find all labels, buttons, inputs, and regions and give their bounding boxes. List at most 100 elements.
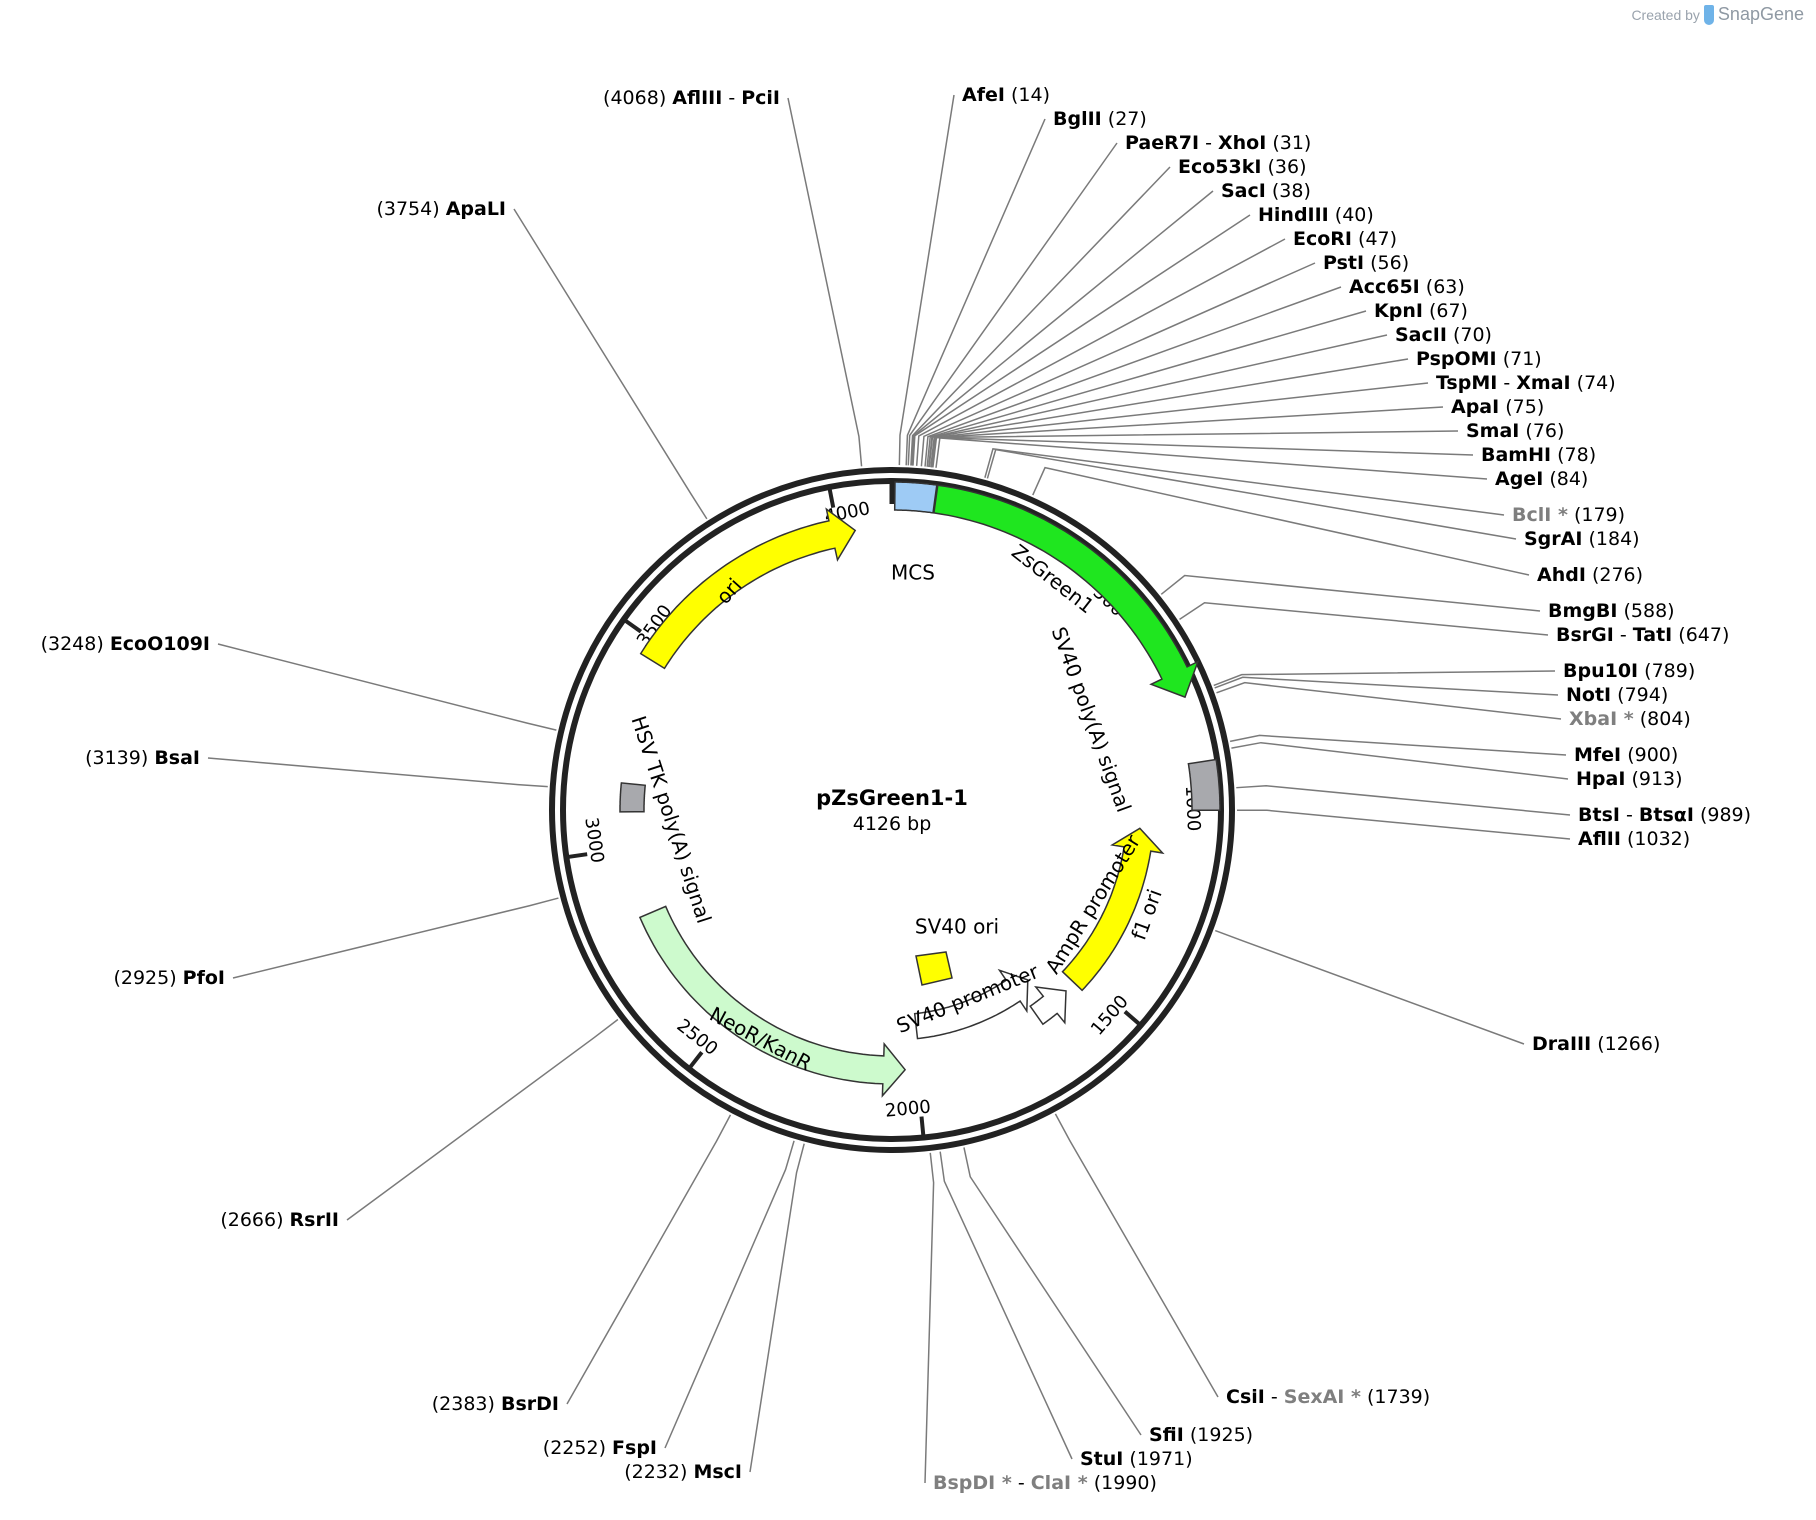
- site-leader: [920, 262, 1316, 467]
- site-position: (31): [1272, 132, 1311, 154]
- feature-label-sv40-ori: SV40 ori: [915, 915, 999, 939]
- site-label: MfeI (900): [1574, 744, 1678, 766]
- site-position: (27): [1108, 108, 1147, 130]
- site-leader: [905, 118, 1046, 466]
- site-label: AgeI (84): [1495, 468, 1588, 490]
- site-label: (2666) RsrII: [220, 1209, 339, 1231]
- site-position: (74): [1577, 372, 1616, 394]
- site-position: (2232): [624, 1461, 687, 1483]
- tick-label: 3000: [580, 816, 607, 864]
- site-position: (3139): [85, 747, 148, 769]
- site-leader: [910, 166, 1171, 466]
- site-leader: [1160, 574, 1541, 612]
- site-leader: [1032, 466, 1530, 576]
- feature-sv40-promoter: [913, 968, 1029, 1040]
- site-label: XbaI * (804): [1569, 708, 1691, 730]
- site-leader: [1236, 809, 1571, 840]
- site-position: (2925): [113, 967, 176, 989]
- site-position: (3248): [41, 633, 104, 655]
- enzyme-name: BsrDI: [501, 1393, 559, 1415]
- site-leader: [915, 238, 1286, 466]
- enzyme-name: ApaLI: [446, 198, 506, 220]
- enzyme-name: SgrAI: [1524, 528, 1582, 550]
- site-position: (76): [1525, 420, 1564, 442]
- site-leader: [749, 1143, 805, 1473]
- enzyme-name: AflII: [1578, 828, 1621, 850]
- site-position: (179): [1574, 504, 1625, 526]
- site-leader: [986, 448, 1517, 540]
- enzyme-name: BsaI: [154, 747, 200, 769]
- site-label: (3248) EcoO109I: [41, 633, 210, 655]
- site-leader: [898, 94, 955, 466]
- site-position: (2252): [543, 1437, 606, 1459]
- site-label: (2252) FspI: [543, 1437, 657, 1459]
- site-leader: [926, 310, 1367, 467]
- site-leader: [1236, 784, 1571, 816]
- site-label: BsrGI - TatI (647): [1556, 624, 1729, 646]
- site-label: AhdI (276): [1537, 564, 1643, 586]
- site-position: (67): [1429, 300, 1468, 322]
- tick-mark: [919, 1116, 926, 1138]
- site-position: (38): [1272, 180, 1311, 202]
- site-position: (47): [1358, 228, 1397, 250]
- enzyme-name: SacI: [1221, 180, 1266, 202]
- feature-hsvtk-polya: [619, 782, 646, 813]
- feature-f1-ori: [1061, 827, 1165, 992]
- site-leader-lines: [207, 94, 1571, 1484]
- enzyme-name: SfiI: [1149, 1424, 1184, 1446]
- site-label: BglII (27): [1053, 108, 1147, 130]
- site-position: (2666): [220, 1209, 283, 1231]
- site-leader: [664, 1140, 795, 1449]
- site-label: NotI (794): [1566, 684, 1668, 706]
- site-label: KpnI (67): [1374, 300, 1468, 322]
- site-label: (2383) BsrDI: [432, 1393, 559, 1415]
- site-position: (14): [1011, 84, 1050, 106]
- site-label: BmgBI (588): [1548, 600, 1675, 622]
- enzyme-name: SacII: [1395, 324, 1447, 346]
- feature-label-sv40-polya: SV40 poly(A) signal: [1047, 624, 1136, 816]
- site-position: (1032): [1627, 828, 1690, 850]
- enzyme-name: BtsαI: [1639, 804, 1694, 826]
- enzyme-name: PciI: [741, 87, 780, 109]
- enzyme-name: MscI: [693, 1461, 742, 1483]
- site-leader: [1179, 601, 1549, 636]
- plasmid-size: 4126 bp: [853, 813, 932, 835]
- site-position: (63): [1426, 276, 1465, 298]
- site-leader: [513, 208, 708, 520]
- backbone-inner: [560, 478, 1224, 1142]
- site-label: SfiI (1925): [1149, 1424, 1253, 1446]
- feature-sv40-polya: [1187, 758, 1221, 811]
- enzyme-name: AflIII: [672, 87, 722, 109]
- feature-sv40-ori: [915, 951, 953, 986]
- site-leader: [1214, 676, 1559, 696]
- enzyme-name: HpaI: [1576, 768, 1625, 790]
- feature-zsgreen1: [933, 484, 1200, 699]
- site-label: AfeI (14): [962, 84, 1050, 106]
- feature-neor-kanr: [638, 905, 907, 1098]
- site-leader: [963, 1147, 1142, 1436]
- site-position: (804): [1640, 708, 1691, 730]
- site-position: (276): [1592, 564, 1643, 586]
- enzyme-name: KpnI: [1374, 300, 1423, 322]
- site-position: (1971): [1129, 1448, 1192, 1470]
- enzyme-name: FspI: [612, 1437, 657, 1459]
- enzyme-name: EcoRI: [1293, 228, 1352, 250]
- site-label: PstI (56): [1323, 252, 1409, 274]
- site-position: (84): [1549, 468, 1588, 490]
- site-label: (2925) PfoI: [113, 967, 225, 989]
- backbone-outer: [549, 467, 1235, 1153]
- site-position: (1266): [1597, 1033, 1660, 1055]
- site-position: (4068): [603, 87, 666, 109]
- enzyme-name: XbaI *: [1569, 708, 1634, 730]
- feature-ampr-promoter: [1029, 986, 1067, 1026]
- site-label: BclI * (179): [1512, 504, 1625, 526]
- enzyme-name: XhoI: [1218, 132, 1266, 154]
- enzyme-name: CsiI: [1226, 1386, 1265, 1408]
- site-label: SmaI (76): [1466, 420, 1564, 442]
- site-leader: [1213, 670, 1556, 687]
- site-leader: [1216, 681, 1562, 720]
- feature-label-hsvtk-polya: HSV TK poly(A) signal: [627, 713, 717, 926]
- site-leader: [217, 643, 557, 731]
- site-position: (1990): [1094, 1472, 1157, 1494]
